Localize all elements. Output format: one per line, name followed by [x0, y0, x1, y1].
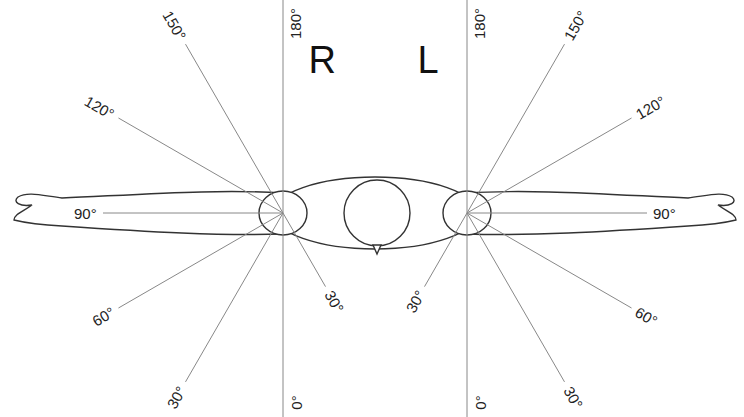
angle-label: 120°: [633, 93, 667, 122]
angle-ray: [467, 213, 632, 308]
left-arm: [467, 192, 736, 235]
angle-label: 0°: [288, 395, 303, 409]
angle-ray: [425, 213, 468, 287]
angle-label: 120°: [83, 93, 117, 122]
angle-label: 150°: [561, 8, 590, 42]
right-arm: [14, 192, 283, 235]
nose: [373, 245, 381, 254]
angle-label: 90°: [74, 206, 97, 221]
reference-line: [283, 0, 284, 417]
angle-label: 0°: [472, 395, 487, 409]
angle-label: 30°: [561, 383, 585, 410]
head: [344, 180, 410, 246]
side-label: L: [418, 41, 439, 79]
angle-label: 60°: [90, 305, 117, 329]
angle-label: 30°: [403, 288, 427, 315]
angle-ray: [467, 44, 565, 213]
angle-ray: [186, 213, 284, 382]
angle-ray: [467, 213, 647, 214]
angle-ray: [467, 118, 632, 213]
angle-label: 180°: [288, 8, 303, 39]
angle-ray: [283, 213, 326, 287]
angle-label: 30°: [164, 383, 188, 410]
angle-label: 180°: [472, 8, 487, 39]
angle-ray: [186, 44, 284, 213]
angle-ray: [118, 118, 283, 213]
reference-line: [467, 0, 468, 417]
angle-ray: [103, 213, 283, 214]
side-label: R: [309, 41, 336, 79]
angle-label: 90°: [653, 206, 676, 221]
angle-label: 150°: [161, 8, 190, 42]
angle-ray: [467, 213, 565, 382]
angle-label: 60°: [633, 305, 660, 329]
angle-label: 30°: [322, 288, 346, 315]
angle-ray: [118, 213, 283, 308]
